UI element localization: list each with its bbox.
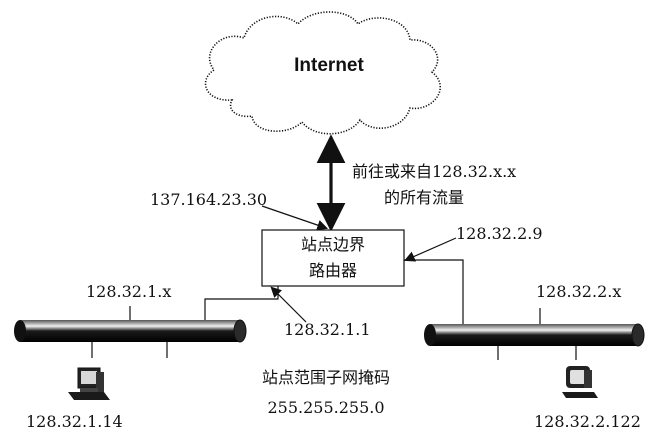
left-host-ip: 128.32.1.14 <box>26 412 123 431</box>
router-left-interface-ip: 128.32.1.1 <box>284 320 371 339</box>
left-interface-pointer <box>270 286 307 323</box>
internet-label: Internet <box>294 55 364 76</box>
desktop-computer-icon <box>68 367 110 400</box>
left-network-label: 128.32.1.x <box>86 282 172 301</box>
right-ethernet-segment <box>424 308 645 360</box>
router-right-interface-ip: 128.32.2.9 <box>456 224 543 243</box>
router-external-ip: 137.164.23.30 <box>150 190 268 209</box>
traffic-note-line1: 前往或来自128.32.x.x <box>352 162 517 181</box>
left-segment-link <box>204 286 279 320</box>
cloud-icon <box>204 11 441 135</box>
right-host-ip: 128.32.2.122 <box>534 412 641 431</box>
site-subnet-mask-title: 站点范围子网掩码 <box>261 368 390 387</box>
site-subnet-mask-value: 255.255.255.0 <box>267 398 385 417</box>
router-label-line2: 路由器 <box>308 261 357 280</box>
right-network-label: 128.32.2.x <box>536 282 622 301</box>
right-segment-link <box>404 259 464 324</box>
site-border-router <box>261 229 405 287</box>
right-interface-pointer <box>404 237 457 262</box>
external-ip-pointer <box>261 205 329 231</box>
router-label: 站点边界 路由器 <box>262 230 404 286</box>
desktop-computer-icon <box>562 366 598 398</box>
left-ethernet-segment <box>14 306 247 358</box>
traffic-note-line2: 的所有流量 <box>384 188 465 207</box>
router-label-line1: 站点边界 <box>300 235 365 254</box>
